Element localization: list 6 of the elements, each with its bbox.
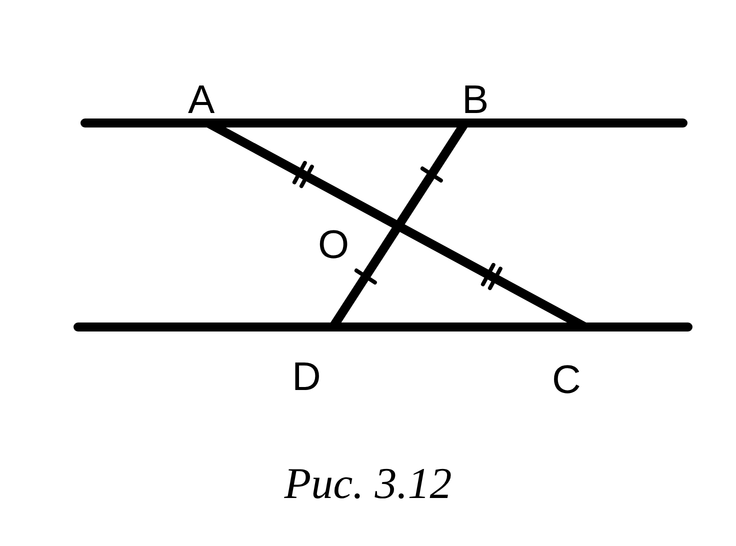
- point-label: D: [292, 357, 321, 397]
- point-label: A: [188, 80, 215, 120]
- point-label: O: [318, 225, 350, 265]
- point-label: C: [552, 360, 581, 400]
- figure-caption: Рис. 3.12: [283, 460, 453, 508]
- point-label: B: [462, 80, 489, 120]
